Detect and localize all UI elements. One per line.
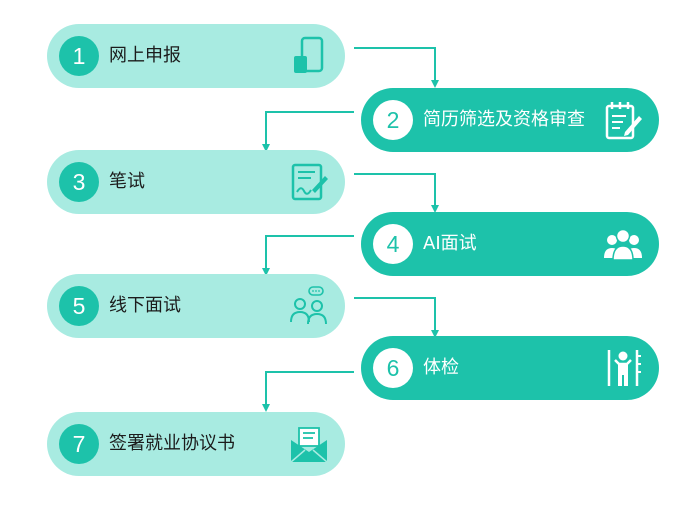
step-number: 4 [373,224,413,264]
step-label: 笔试 [109,171,145,192]
connector-2-to-3 [262,111,354,152]
step-label: 体检 [423,357,459,378]
step-number: 6 [373,348,413,388]
step-4: 4 AI面试 [361,212,659,276]
step-label: 签署就业协议书 [109,433,235,454]
step-label: 简历筛选及资格审查 [423,109,585,130]
step-label: 网上申报 [109,45,181,66]
step-number: 2 [373,100,413,140]
connector-4-to-5 [262,235,354,276]
step-7: 7 签署就业协议书 [47,412,345,476]
envelope-letter-icon [287,422,331,466]
step-number: 1 [59,36,99,76]
two-people-chat-icon [287,284,331,328]
connector-5-to-6 [354,297,439,338]
step-6: 6 体检 [361,336,659,400]
step-label: 线下面试 [109,295,181,316]
document-signature-icon [287,160,331,204]
people-group-icon [601,222,645,266]
step-number: 7 [59,424,99,464]
step-number: 3 [59,162,99,202]
step-label: AI面试 [423,233,477,254]
step-1: 1 网上申报 [47,24,345,88]
connector-1-to-2 [354,47,439,88]
notepad-pen-icon [601,98,645,142]
step-3: 3 笔试 [47,150,345,214]
step-5: 5 线下面试 [47,274,345,338]
person-measuring-icon [601,346,645,390]
step-number: 5 [59,286,99,326]
connector-6-to-7 [262,371,354,412]
connector-3-to-4 [354,173,439,213]
mobile-phone-icon [287,34,331,78]
step-2: 2 简历筛选及资格审查 [361,88,659,152]
